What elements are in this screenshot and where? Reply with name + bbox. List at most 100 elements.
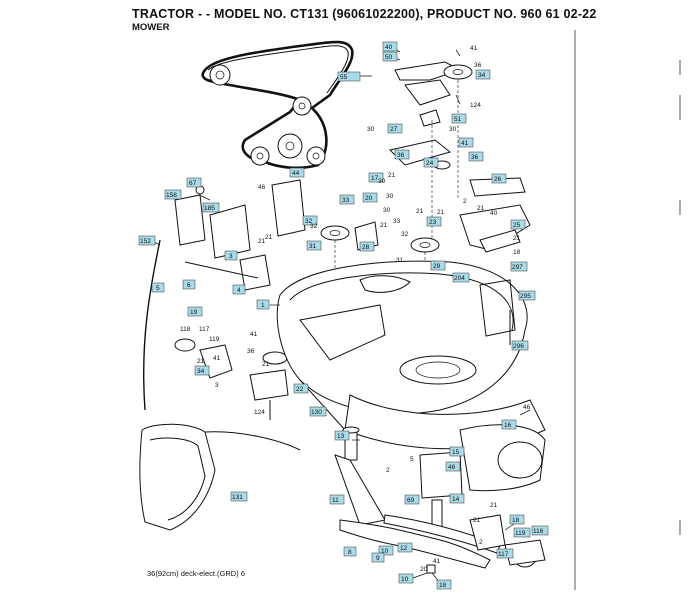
callout-label: 41 bbox=[213, 355, 221, 362]
callout-label: 41 bbox=[250, 331, 258, 338]
callout-label: 23 bbox=[429, 219, 437, 226]
callout-label: 44 bbox=[292, 170, 300, 177]
callout-label: 117 bbox=[498, 551, 509, 558]
callout-label: 19 bbox=[190, 309, 198, 316]
drive-belt bbox=[201, 40, 354, 170]
callout-label: 124 bbox=[470, 102, 481, 109]
callout-label: 31 bbox=[396, 257, 404, 264]
callout-label: 2 bbox=[463, 198, 467, 205]
callout-label: 21 bbox=[477, 205, 485, 212]
callout-label: 297 bbox=[512, 264, 523, 271]
callout-label: 21 bbox=[473, 517, 481, 524]
callout-label: 51 bbox=[454, 116, 462, 123]
callout-label: 20 bbox=[420, 566, 428, 573]
callout-label: 46 bbox=[448, 464, 456, 471]
callout-label: 20 bbox=[365, 195, 373, 202]
callout-label: 8 bbox=[348, 549, 352, 556]
callout-label: 119 bbox=[209, 336, 220, 343]
left-hanger-assembly bbox=[174, 338, 289, 420]
callout-label: 25 bbox=[513, 222, 521, 229]
callout-label: 30 bbox=[449, 126, 457, 133]
callout-label: 16 bbox=[504, 422, 512, 429]
callout-label: 13 bbox=[337, 433, 345, 440]
callout-label: 40 bbox=[490, 210, 498, 217]
callout-label: 3 bbox=[229, 253, 233, 260]
callout-label: 296 bbox=[513, 343, 524, 350]
callout-label: 2 bbox=[479, 539, 483, 546]
callout-label: 14 bbox=[452, 496, 460, 503]
callout-label: 2 bbox=[386, 467, 390, 474]
callout-label: 116 bbox=[533, 528, 544, 535]
callout-label: 32 bbox=[310, 223, 318, 230]
page-title: TRACTOR - - MODEL NO. CT131 (96061022200… bbox=[132, 7, 597, 21]
callout-label: 46 bbox=[258, 184, 266, 191]
callout-label: 6 bbox=[187, 282, 191, 289]
callout-label: 21 bbox=[416, 208, 424, 215]
callout-label: 10 bbox=[381, 548, 389, 555]
callout-label: 12 bbox=[400, 545, 408, 552]
page-frame bbox=[574, 30, 681, 590]
callout-label: 30 bbox=[383, 207, 391, 214]
callout-label: 27 bbox=[390, 126, 398, 133]
callout-label: 124 bbox=[254, 409, 265, 416]
callouts-plain: 41 36 124 30 30 30 46 21 30 21 21 30 32 … bbox=[180, 45, 531, 573]
callout-label: 33 bbox=[393, 218, 401, 225]
callout-label: 11 bbox=[332, 497, 339, 504]
callout-label: 34 bbox=[197, 368, 205, 375]
page-subtitle: MOWER bbox=[132, 22, 170, 33]
callout-label: 21 bbox=[437, 209, 445, 216]
mower-deck bbox=[276, 260, 546, 450]
callout-label: 1 bbox=[261, 302, 265, 309]
callout-label: 46 bbox=[523, 404, 531, 411]
callout-label: 34 bbox=[478, 72, 486, 79]
callout-label: 5 bbox=[410, 456, 414, 463]
callout-label: 18 bbox=[512, 517, 520, 524]
callout-label: 185 bbox=[204, 205, 215, 212]
callout-label: 36 bbox=[474, 62, 482, 69]
callout-label: 18 bbox=[513, 249, 521, 256]
callout-label: 21 bbox=[513, 235, 521, 242]
callout-label: 21 bbox=[388, 172, 396, 179]
callout-label: 30 bbox=[386, 193, 394, 200]
callout-label: 36 bbox=[397, 152, 405, 159]
footer-note: 36(92cm) deck-elect.(GRD) 6 bbox=[147, 569, 245, 578]
callout-label: 158 bbox=[166, 192, 177, 199]
callout-label: 131 bbox=[232, 494, 243, 501]
callout-label: 21 bbox=[490, 502, 498, 509]
callout-label: 29 bbox=[433, 263, 441, 270]
callout-label: 21 bbox=[380, 222, 388, 229]
callout-label: 117 bbox=[199, 326, 210, 333]
callout-label: 41 bbox=[461, 140, 469, 147]
callout-label: 36 bbox=[471, 154, 479, 161]
callout-label: 15 bbox=[452, 449, 460, 456]
callout-label: 67 bbox=[189, 180, 197, 187]
callout-label: 36 bbox=[247, 348, 255, 355]
idler-bracket-assembly bbox=[389, 61, 531, 253]
left-lift-assembly bbox=[143, 179, 306, 411]
callout-label: 295 bbox=[520, 293, 531, 300]
callout-label: 4 bbox=[237, 287, 241, 294]
callout-label: 26 bbox=[494, 176, 502, 183]
callout-label: 9 bbox=[376, 555, 380, 562]
callout-label: 41 bbox=[433, 558, 441, 565]
callout-label: 32 bbox=[401, 231, 409, 238]
callout-label: 32 bbox=[305, 218, 313, 225]
callout-label: 17 bbox=[371, 175, 379, 182]
callout-label: 18 bbox=[439, 582, 447, 589]
discharge-chute bbox=[139, 423, 301, 531]
callout-label: 31 bbox=[309, 243, 317, 250]
callout-label: 5 bbox=[156, 285, 160, 292]
gauge-wheel-bracket bbox=[469, 514, 546, 568]
callout-label: 204 bbox=[454, 275, 465, 282]
callout-label: 50 bbox=[385, 54, 393, 61]
callout-label: 30 bbox=[367, 126, 375, 133]
callout-label: 21 bbox=[197, 358, 205, 365]
callout-label: 22 bbox=[296, 386, 304, 393]
callout-label: 28 bbox=[362, 244, 370, 251]
callout-label: 33 bbox=[342, 197, 350, 204]
callout-label: 130 bbox=[311, 409, 322, 416]
callouts-boxed: 40 50 34 55 51 27 41 24 36 26 44 17 33 2… bbox=[138, 41, 549, 590]
callout-label: 10 bbox=[401, 576, 409, 583]
callout-label: 55 bbox=[340, 74, 348, 81]
